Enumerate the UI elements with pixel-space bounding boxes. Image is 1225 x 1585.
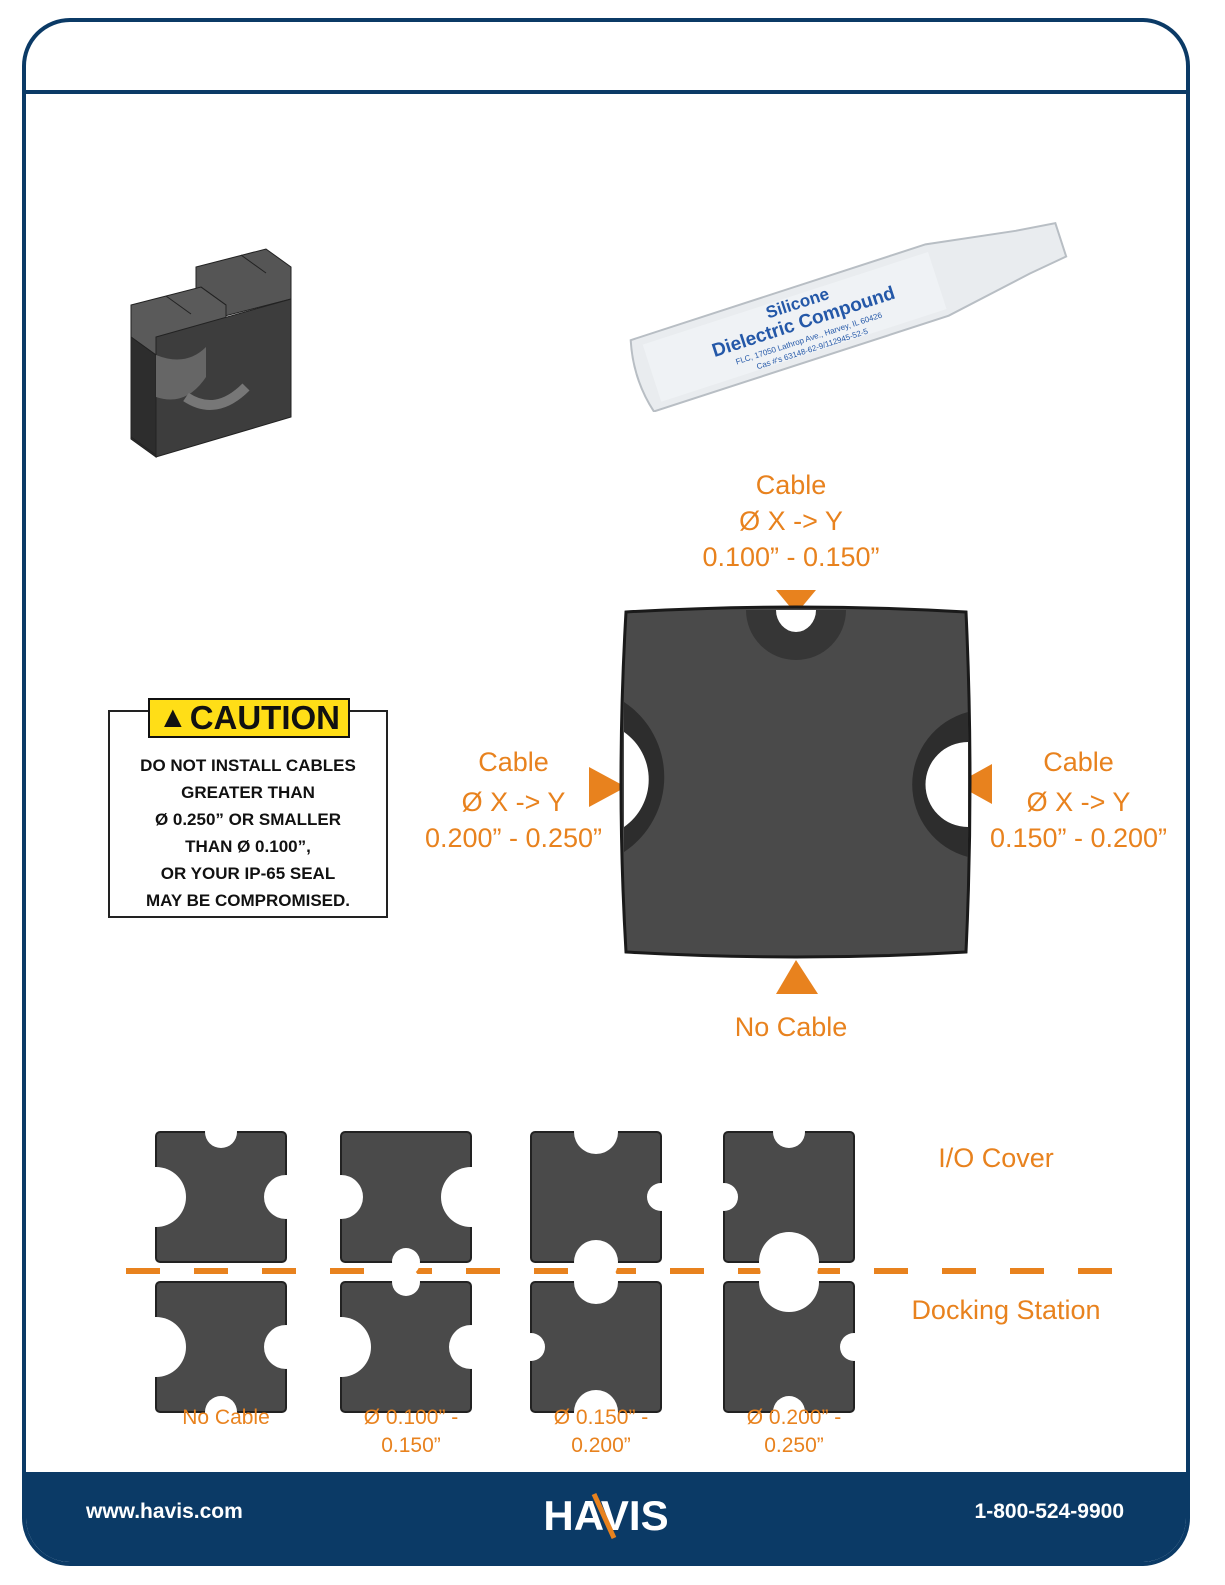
variant-dock-0150 <box>517 1260 662 1417</box>
variant-dock-0100 <box>311 1268 493 1413</box>
caution-title: CAUTION <box>189 699 341 736</box>
caution-line: THAN Ø 0.100”, <box>185 837 311 856</box>
caution-line: GREATER THAN <box>181 783 315 802</box>
column-caption: Ø 0.200” - 0.250” <box>709 1404 879 1460</box>
column-caption-line-2: 0.150” <box>381 1434 441 1457</box>
page-frame: Silicone Dielectric Compound FLC, 17050 … <box>22 18 1190 1566</box>
variant-dock-no-cable <box>126 1281 308 1417</box>
caution-line: DO NOT INSTALL CABLES <box>140 756 356 775</box>
column-caption: No Cable <box>141 1404 311 1432</box>
havis-logo: HAVIS <box>543 1492 669 1540</box>
top-cable-label: Cable Ø X -> Y 0.100” - 0.150” <box>646 467 936 575</box>
right-cable-line-2: Ø X -> Y <box>1026 787 1131 817</box>
column-caption: Ø 0.150” - 0.200” <box>516 1404 686 1460</box>
top-cable-line-1: Cable <box>755 470 827 500</box>
grommet-3d-image <box>130 248 292 458</box>
column-caption-line-1: No Cable <box>182 1406 270 1429</box>
variant-io-no-cable <box>126 1116 308 1263</box>
footer-bar: www.havis.com HAVIS 1-800-524-9900 <box>26 1472 1186 1562</box>
right-arrow-icon <box>956 764 992 804</box>
caution-line: Ø 0.250” OR SMALLER <box>154 810 342 829</box>
caution-label: ▲ CAUTION DO NOT INSTALL CABLES GREATER … <box>108 698 388 918</box>
left-cable-line-2: Ø X -> Y <box>461 787 566 817</box>
top-cable-line-2: Ø X -> Y <box>739 506 843 536</box>
variant-io-0100 <box>319 1131 501 1276</box>
caution-banner: ▲ CAUTION <box>148 698 350 738</box>
grommet-variant-grid <box>126 1110 1126 1417</box>
grommet-diagram <box>589 590 992 994</box>
column-caption-line-2: 0.250” <box>764 1434 824 1457</box>
bottom-no-cable-label: No Cable <box>734 1012 848 1042</box>
caution-line: OR YOUR IP-65 SEAL <box>160 864 336 883</box>
column-caption-line-1: Ø 0.150” - <box>553 1406 649 1429</box>
left-cable-label: Cable Ø X -> Y 0.200” - 0.250” <box>401 744 626 856</box>
variant-dock-0200 <box>723 1252 868 1417</box>
top-arrow-icon <box>776 590 816 614</box>
column-caption-line-1: Ø 0.100” - <box>363 1406 459 1429</box>
column-caption-line-1: Ø 0.200” - <box>746 1406 842 1429</box>
warning-triangle-icon: ▲ <box>157 701 188 734</box>
left-cable-line-3: 0.200” - 0.250” <box>424 823 603 853</box>
left-arrow-icon <box>589 767 626 807</box>
footer-phone: 1-800-524-9900 <box>974 1500 1124 1523</box>
column-caption-line-2: 0.200” <box>571 1434 631 1457</box>
right-cable-label: Cable Ø X -> Y 0.150” - 0.200” <box>966 744 1186 856</box>
row-label-io-cover: I/O Cover <box>938 1143 1054 1173</box>
header-divider <box>26 90 1186 94</box>
row-label-docking-station: Docking Station <box>911 1295 1101 1325</box>
column-caption: Ø 0.100” - 0.150” <box>326 1404 496 1460</box>
top-cable-line-3: 0.100” - 0.150” <box>702 542 880 572</box>
caution-line: MAY BE COMPROMISED. <box>145 891 351 910</box>
variant-io-0150 <box>530 1110 675 1284</box>
right-cable-line-3: 0.150” - 0.200” <box>989 823 1168 853</box>
caution-body: DO NOT INSTALL CABLES GREATER THAN Ø 0.2… <box>116 752 380 914</box>
left-cable-line-1: Cable <box>478 747 549 777</box>
footer-website-link[interactable]: www.havis.com <box>86 1500 243 1523</box>
bottom-arrow-icon <box>776 960 818 994</box>
silicone-pouch-image: Silicone Dielectric Compound FLC, 17050 … <box>629 222 1068 412</box>
right-cable-line-1: Cable <box>1043 747 1114 777</box>
